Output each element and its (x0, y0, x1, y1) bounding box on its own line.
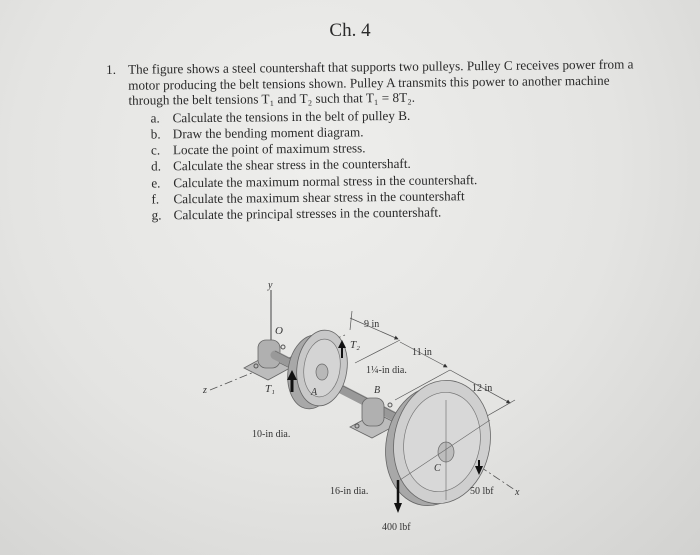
pulley-c (385, 379, 491, 507)
bearing-b (349, 397, 399, 439)
y-axis-label: y (267, 280, 273, 291)
dimension-line (354, 339, 401, 364)
z-axis-label: z (202, 385, 207, 396)
pulley-c-label: C (434, 463, 441, 474)
x-axis-label: x (514, 487, 520, 498)
dimension-11-in: 11 in (412, 347, 432, 358)
bearing-b-label: B (374, 385, 380, 396)
force-400-lbf-label: 400 lbf (382, 522, 411, 533)
400-lbf-arrow (394, 480, 402, 513)
dimension-line (399, 341, 448, 368)
50-lbf-arrow (475, 460, 483, 475)
bearing-o (243, 339, 291, 381)
pulley-a (287, 329, 348, 410)
dimension-line (449, 369, 511, 404)
force-50-lbf-label: 50 lbf (470, 486, 494, 497)
origin-label: O (275, 325, 283, 337)
dimension-line (349, 310, 353, 331)
dimension-line (349, 317, 399, 340)
t2-label: T₂ (350, 339, 360, 351)
pulley-a-label: A (310, 387, 318, 398)
dimension-line (394, 369, 451, 401)
pulley-a-diameter-label: 10-in dia. (252, 429, 290, 440)
chapter-title: Ch. 4 (329, 20, 371, 41)
t1-label: T₁ (265, 383, 275, 395)
x-axis (439, 439, 516, 491)
dimension-9-in: 9 in (364, 319, 379, 330)
t1-arrow (287, 370, 297, 392)
shaft-diameter-label: 1¼-in dia. (366, 365, 407, 376)
dimension-12-in: 12 in (472, 383, 492, 394)
t2-arrow (338, 340, 346, 358)
pulley-c-diameter-label: 16-in dia. (330, 486, 368, 497)
